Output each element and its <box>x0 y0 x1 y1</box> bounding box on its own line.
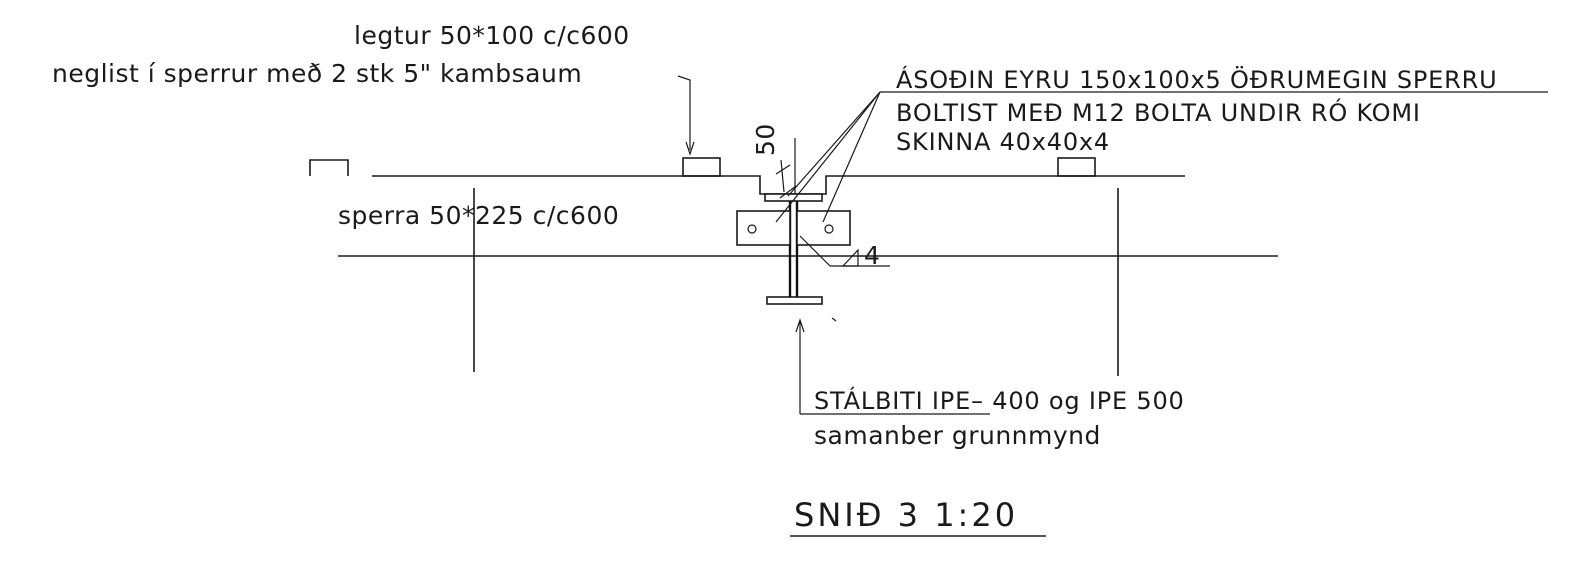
label-samanber: samanber grunnmynd <box>814 421 1101 450</box>
stray-mark <box>831 317 837 322</box>
label-weld-4: 4 <box>864 241 880 270</box>
label-dim-50: 50 <box>751 123 780 156</box>
dim-50-tick-bottom <box>779 185 797 199</box>
weld-leader <box>799 235 831 267</box>
label-skinna: SKINNA 40x40x4 <box>896 128 1110 156</box>
bolt-hole-right <box>824 224 834 234</box>
bolt-hole-left <box>747 224 757 234</box>
label-asodin: ÁSOÐIN EYRU 150x100x5 ÖÐRUMEGIN SPERRU <box>896 65 1497 94</box>
label-boltist: BOLTIST MEÐ M12 BOLTA UNDIR RÓ KOMI <box>896 97 1421 127</box>
purlin-3 <box>1057 157 1096 177</box>
lug-plate-left <box>736 210 791 246</box>
purlin-2 <box>682 157 721 177</box>
purlin-left-partial <box>309 159 349 176</box>
leader-asodin-3 <box>822 91 881 223</box>
label-neglist: neglist í sperrur með 2 stk 5" kambsaum <box>52 59 582 88</box>
ipe-bottom-flange <box>766 296 823 305</box>
label-legtur: legtur 50*100 c/c600 <box>354 21 630 50</box>
leader-purlin-arrow <box>685 141 695 156</box>
leader-stalbiti-arrow <box>795 318 805 333</box>
leader-asodin-2 <box>775 91 881 223</box>
lug-plate-right <box>796 210 851 246</box>
dim-50-tick-top <box>775 164 791 175</box>
dim-50-line <box>780 159 785 193</box>
leader-purlin <box>677 75 691 150</box>
label-stalbiti: STÁLBITI IPE– 400 og IPE 500 <box>814 386 1185 415</box>
label-sperra: sperra 50*225 c/c600 <box>338 201 619 230</box>
drawing-title: SNIÐ 3 1:20 <box>794 496 1018 534</box>
leader-asodin-1 <box>787 91 881 197</box>
weld-fillet-symbol <box>841 248 859 267</box>
